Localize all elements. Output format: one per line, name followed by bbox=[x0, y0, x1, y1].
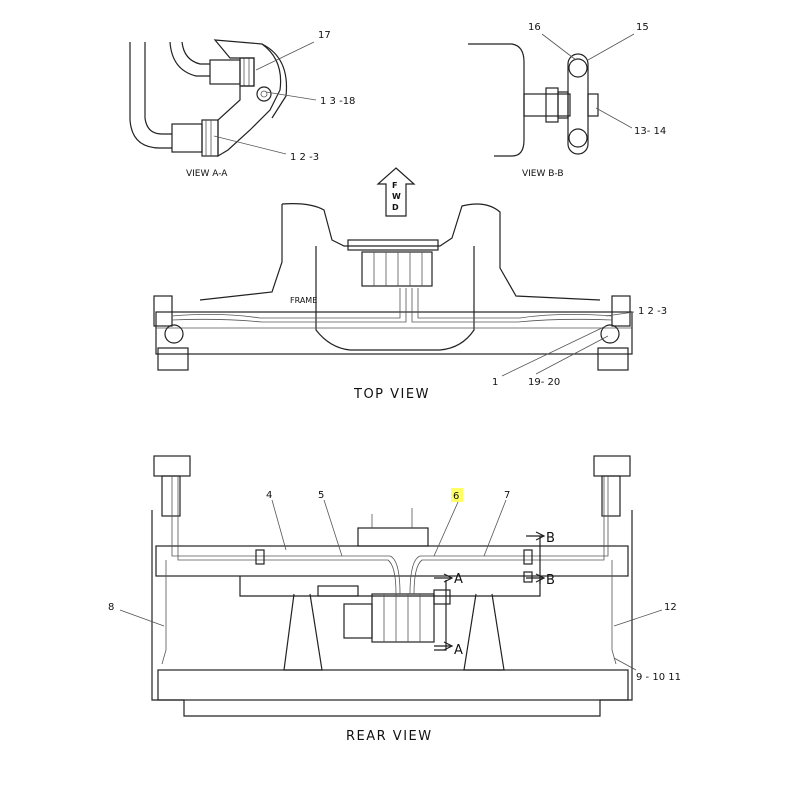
callout-4: 4 bbox=[266, 490, 272, 501]
leader-9-10-11 bbox=[613, 657, 637, 671]
leader-13-18 bbox=[265, 91, 317, 101]
view-aa-drawing bbox=[129, 39, 288, 158]
top-view-drawing bbox=[153, 203, 633, 371]
leader-17 bbox=[255, 41, 315, 71]
leader-16 bbox=[541, 33, 577, 61]
leader-12-rear bbox=[613, 609, 663, 627]
section-b-upper: B bbox=[546, 531, 555, 546]
fwd-letter-d: D bbox=[392, 203, 399, 212]
view-bb-label: VIEW B-B bbox=[522, 169, 564, 179]
callout-17: 17 bbox=[318, 30, 331, 41]
leader-13-14 bbox=[595, 107, 633, 129]
leader-5 bbox=[323, 499, 343, 557]
view-bb-drawing bbox=[468, 43, 599, 157]
section-a-upper: A bbox=[454, 572, 463, 587]
callout-6-highlight bbox=[451, 488, 463, 502]
frame-label: FRAME bbox=[290, 296, 317, 305]
callout-12-3-b: 1 2 -3 bbox=[638, 306, 667, 317]
section-b-lower: B bbox=[546, 573, 555, 588]
callout-15: 15 bbox=[636, 22, 649, 33]
leader-6 bbox=[433, 501, 459, 557]
leader-15 bbox=[587, 33, 635, 61]
leader-12-3-b bbox=[605, 311, 635, 317]
callout-5: 5 bbox=[318, 490, 324, 501]
forward-arrow-icon bbox=[376, 167, 416, 217]
leader-4 bbox=[271, 499, 287, 551]
callout-12-rear: 12 bbox=[664, 602, 677, 613]
leader-7 bbox=[483, 499, 507, 557]
callout-7: 7 bbox=[504, 490, 510, 501]
callout-13-14: 13- 14 bbox=[634, 126, 666, 137]
callout-16: 16 bbox=[528, 22, 541, 33]
callout-19-20: 19- 20 bbox=[528, 377, 560, 388]
leader-19-20 bbox=[535, 335, 609, 375]
view-aa-label: VIEW A-A bbox=[186, 169, 228, 179]
callout-9-10-11: 9 - 10 11 bbox=[636, 672, 681, 683]
rear-view-drawing bbox=[151, 455, 633, 717]
leader-8 bbox=[119, 609, 165, 627]
callout-12-3-a: 1 2 -3 bbox=[290, 152, 319, 163]
fwd-letter-w: W bbox=[392, 192, 401, 201]
leader-12-3-a bbox=[213, 135, 287, 155]
callout-1: 1 bbox=[492, 377, 498, 388]
leader-1 bbox=[501, 325, 607, 377]
rear-view-label: REAR VIEW bbox=[346, 729, 433, 744]
callout-13-18: 1 3 -18 bbox=[320, 96, 355, 107]
top-view-label: TOP VIEW bbox=[353, 387, 430, 402]
section-a-lower: A bbox=[454, 643, 463, 658]
callout-6: 6 bbox=[453, 491, 459, 502]
fwd-letter-f: F bbox=[392, 181, 397, 190]
callout-8: 8 bbox=[108, 602, 114, 613]
